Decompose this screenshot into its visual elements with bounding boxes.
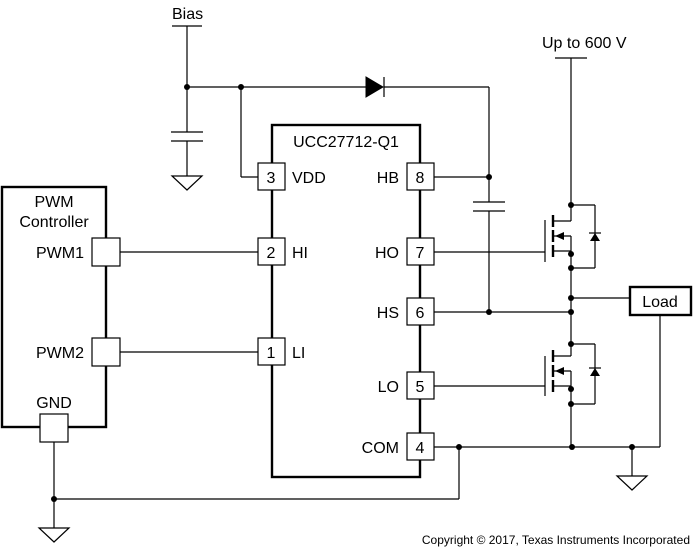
ground-symbol-output-icon [615, 475, 649, 491]
pin-hi-number: 2 [267, 245, 276, 262]
ground-symbol-controller-icon [37, 527, 71, 543]
pin-lo-box [406, 371, 435, 400]
controller-title-line1: PWM [34, 194, 73, 211]
output-wiring: Up to 600 V Load [434, 35, 693, 491]
controller-title-line2: Controller [19, 214, 89, 231]
pin-ho-number: 7 [416, 245, 425, 262]
copyright-text: Copyright © 2017, Texas Instruments Inco… [422, 533, 690, 547]
high-side-mosfet-icon [544, 202, 601, 271]
pin-hb-box [406, 162, 435, 191]
pin-hb-number: 8 [416, 170, 425, 187]
pin-vdd-name: VDD [292, 170, 326, 187]
pin-hb-name: HB [377, 170, 399, 187]
ic-name: UCC27712-Q1 [293, 134, 399, 151]
load-label: Load [642, 294, 678, 311]
pin-ho-name: HO [375, 245, 399, 262]
pwm1-pin-box [91, 237, 121, 267]
pin-lo-name: LO [378, 379, 399, 396]
pin-vdd-box [257, 162, 286, 191]
gnd-label: GND [36, 395, 72, 412]
bias-supply: Bias [170, 6, 505, 315]
gnd-pin-box [39, 413, 69, 443]
pin-hi-name: HI [292, 245, 308, 262]
pin-vdd-number: 3 [267, 170, 276, 187]
gate-driver-ic: UCC27712-Q1 3 VDD 2 HI 1 LI 8 HB 7 HO 6 … [257, 123, 435, 479]
pwm1-label: PWM1 [36, 245, 84, 262]
pwm2-pin-box [91, 337, 121, 367]
bootstrap-diode-icon [365, 76, 384, 98]
pin-li-number: 1 [267, 345, 276, 362]
pwm-controller: PWM Controller PWM1 PWM2 GND [0, 185, 460, 543]
pin-hs-number: 6 [416, 305, 425, 322]
pwm2-label: PWM2 [36, 345, 84, 362]
pin-com-number: 4 [416, 440, 425, 457]
pin-com-name: COM [362, 440, 399, 457]
bias-label: Bias [172, 6, 203, 23]
supply-label: Up to 600 V [542, 35, 627, 52]
pin-hi-box [257, 237, 286, 266]
pin-li-box [257, 337, 286, 366]
pin-li-name: LI [292, 345, 305, 362]
pin-lo-number: 5 [416, 379, 425, 396]
low-side-mosfet-icon [544, 341, 601, 407]
pin-com-box [406, 432, 435, 461]
pin-ho-box [406, 237, 435, 266]
ground-symbol-bias-icon [170, 175, 204, 191]
pin-hs-name: HS [377, 305, 399, 322]
